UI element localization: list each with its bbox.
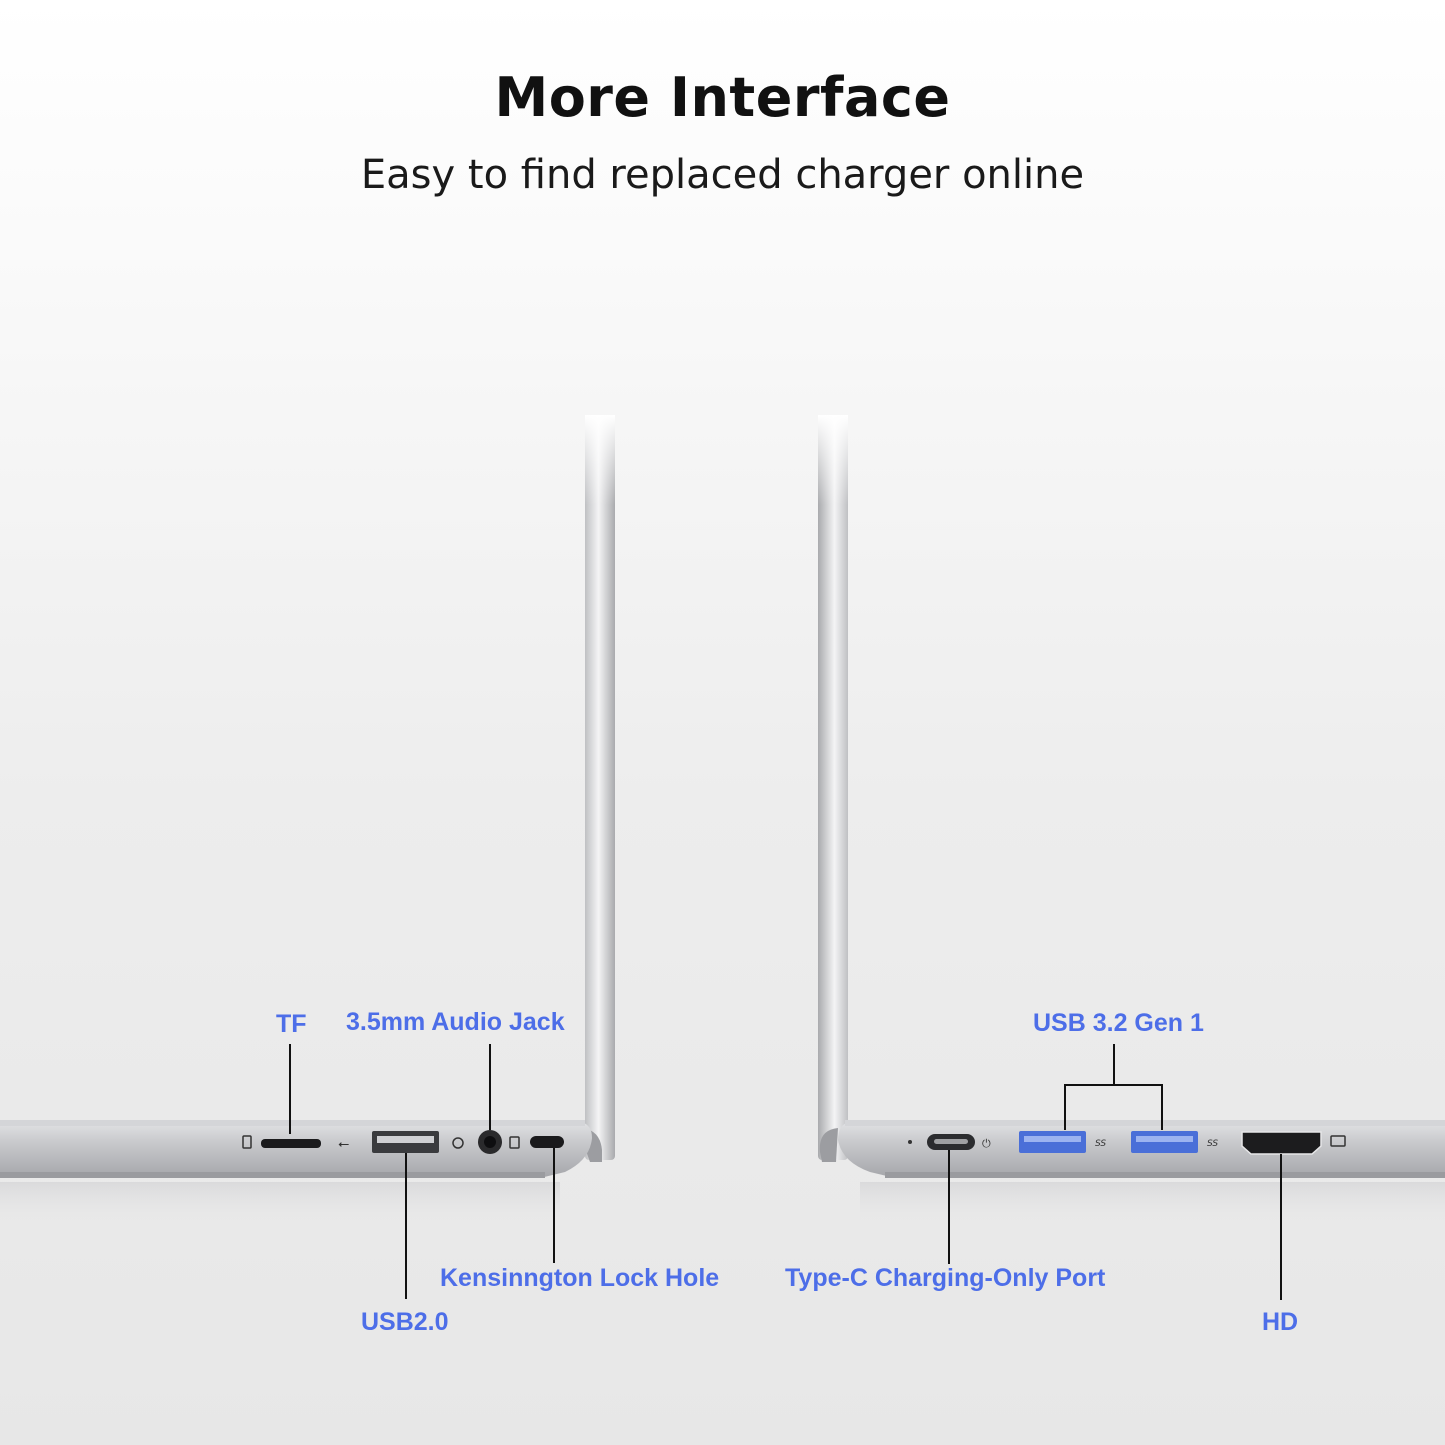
lock-leader <box>553 1148 555 1263</box>
display-icon <box>1330 1135 1346 1147</box>
usb32-leader-stem <box>1113 1044 1115 1086</box>
usb32-label: USB 3.2 Gen 1 <box>1033 1009 1204 1037</box>
usb2-label: USB2.0 <box>361 1308 449 1336</box>
left-lid <box>585 415 615 1160</box>
right-laptop: ⏻ SS SS <box>818 415 1445 1227</box>
hd-label: HD <box>1262 1308 1299 1336</box>
usb32-leader-right <box>1161 1084 1163 1130</box>
kensington-lock-label: Kensinngton Lock Hole <box>440 1264 720 1292</box>
right-lid <box>818 415 848 1160</box>
status-led <box>908 1140 912 1144</box>
usb2-leader <box>405 1153 407 1299</box>
lock-icon <box>509 1136 520 1149</box>
tf-slot <box>261 1139 321 1148</box>
left-base <box>0 1122 592 1178</box>
audio-leader <box>489 1044 491 1130</box>
usb32-leader-left <box>1064 1084 1066 1130</box>
kensington-lock-hole <box>530 1136 564 1148</box>
charge-icon: ⏻ <box>982 1137 991 1150</box>
usb-icon: ⭠ <box>338 1136 349 1152</box>
typec-label: Type-C Charging-Only Port <box>785 1264 1106 1292</box>
audio-jack-label: 3.5mm Audio Jack <box>346 1008 565 1036</box>
hd-leader <box>1280 1154 1282 1300</box>
tf-icon <box>242 1135 252 1149</box>
typec-leader <box>948 1150 950 1264</box>
usb32-leader-bar <box>1064 1084 1163 1086</box>
tf-leader <box>289 1044 291 1134</box>
ss-mark-2: SS <box>1207 1139 1218 1149</box>
headphone-icon <box>452 1137 464 1149</box>
ss-mark-1: SS <box>1095 1139 1106 1149</box>
page-title: More Interface <box>494 66 951 129</box>
tf-label: TF <box>276 1010 307 1038</box>
hd-port <box>1241 1131 1322 1155</box>
page-subtitle: Easy to find replaced charger online <box>360 152 1085 198</box>
left-laptop: ⭠ <box>0 415 615 1227</box>
